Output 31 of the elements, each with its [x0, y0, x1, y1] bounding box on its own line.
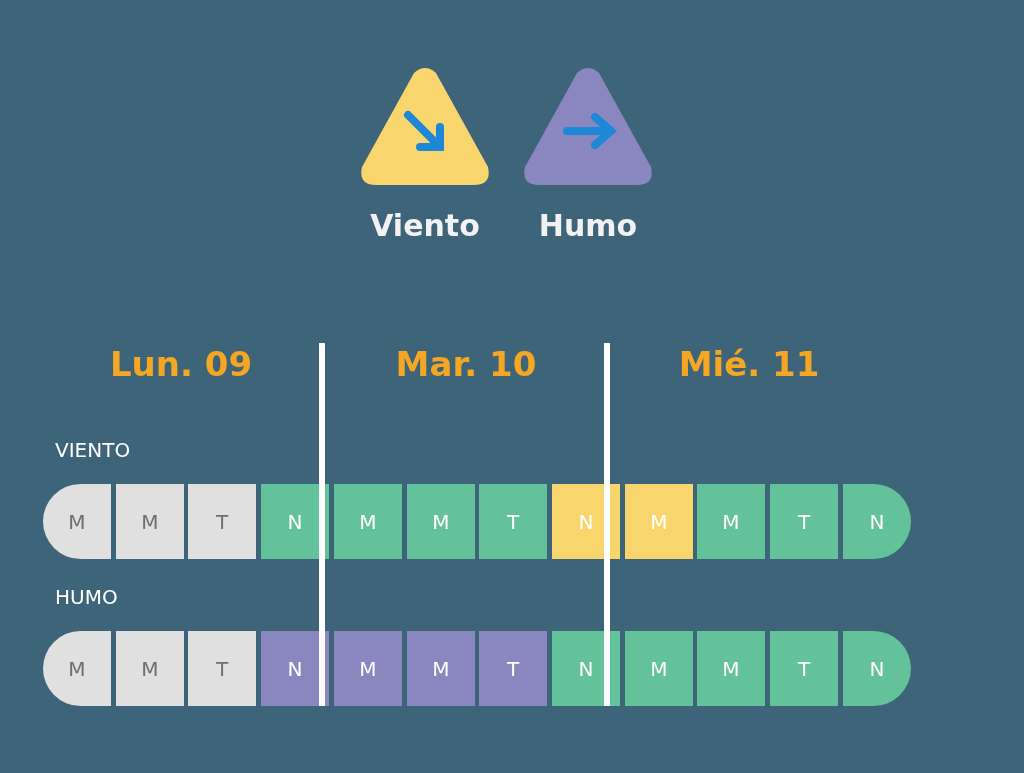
legend-label: Viento [369, 208, 481, 243]
time-slot-cell: M [334, 631, 402, 706]
time-slot-cell: N [552, 631, 620, 706]
time-slot-cell: N [843, 631, 911, 706]
time-slot-cell: M [43, 631, 111, 706]
day-heading: Mar. 10 [394, 344, 538, 384]
row-label: HUMO [55, 585, 118, 609]
time-slot-cell: M [625, 631, 693, 706]
time-slot-cell: T [188, 484, 256, 559]
time-slot-cell: M [407, 484, 475, 559]
time-slot-cell: N [261, 631, 329, 706]
legend-label: Humo [537, 208, 639, 243]
time-slot-cell: N [843, 484, 911, 559]
time-slot-cell: M [407, 631, 475, 706]
time-slot-cell: T [188, 631, 256, 706]
day-heading: Mié. 11 [677, 344, 821, 384]
time-slot-cell: T [479, 484, 547, 559]
time-slot-cell: M [116, 484, 184, 559]
row-label: VIENTO [55, 438, 131, 462]
time-slot-cell: M [43, 484, 111, 559]
time-slot-cell: M [116, 631, 184, 706]
time-slot-cell: T [770, 631, 838, 706]
time-slot-cell: N [552, 484, 620, 559]
time-slot-cell: T [770, 484, 838, 559]
time-slot-cell: T [479, 631, 547, 706]
time-slot-cell: M [697, 631, 765, 706]
day-heading: Lun. 09 [108, 344, 254, 384]
time-slot-cell: M [334, 484, 402, 559]
time-slot-cell: M [625, 484, 693, 559]
time-slot-cell: M [697, 484, 765, 559]
time-slot-cell: N [261, 484, 329, 559]
